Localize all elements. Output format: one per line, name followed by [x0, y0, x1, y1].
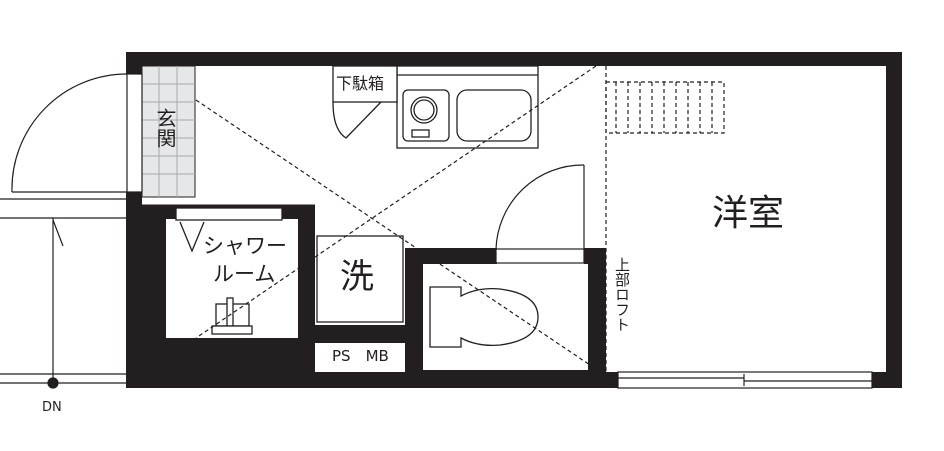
- stairs-direction-label: DN: [42, 400, 62, 415]
- shower-room: [166, 207, 298, 338]
- shower-room-label-2: ルーム: [213, 262, 276, 286]
- window: [617, 371, 873, 389]
- shoe-box-label: 下駄箱: [336, 74, 385, 93]
- washer-label: 洗: [340, 257, 374, 297]
- washer-space: [315, 235, 405, 325]
- kitchen-counter: [396, 65, 539, 149]
- loft-label: 上部ロフト: [613, 257, 631, 332]
- stairs: [0, 198, 126, 389]
- entrance-label: 玄関: [153, 108, 177, 148]
- shoe-box: [332, 65, 398, 139]
- western-room-label: 洋室: [712, 193, 785, 234]
- toilet: [423, 264, 588, 370]
- entrance-tiles: [141, 65, 315, 206]
- ps-mb-box: [315, 343, 405, 372]
- loft-outline: [605, 66, 725, 372]
- entrance-door: [11, 73, 143, 193]
- shower-room-label-1: シャワー: [203, 234, 287, 258]
- toilet-door: [495, 164, 585, 264]
- ps-mb-label: PS MB: [332, 347, 389, 365]
- loft-diagonals: [195, 65, 597, 366]
